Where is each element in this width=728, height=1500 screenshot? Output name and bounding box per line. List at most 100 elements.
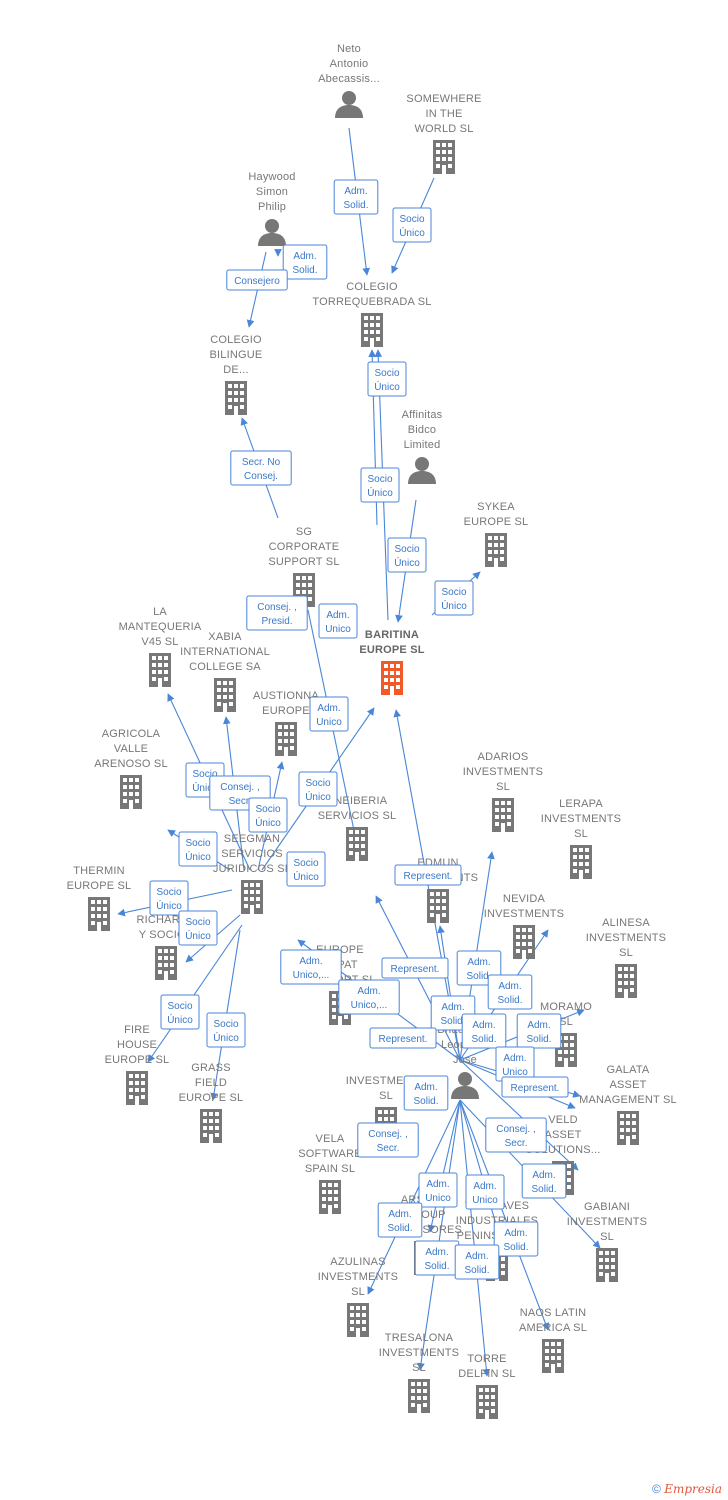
relation-box xyxy=(369,1027,437,1049)
person-icon xyxy=(335,91,363,118)
relation-text: Solid. xyxy=(424,1261,449,1272)
node-label-fire-1: HOUSE xyxy=(117,1039,157,1051)
relation-text: Unico,... xyxy=(293,970,330,981)
building-icon xyxy=(214,678,236,712)
relation-text: Único xyxy=(367,486,393,499)
node-label-gabiani-2: SL xyxy=(600,1231,614,1243)
relation-label-10: Adm.Unico xyxy=(318,603,358,639)
node-label-bilingue-2: DE... xyxy=(223,364,248,376)
node-label-grass-1: FIELD xyxy=(195,1077,227,1089)
relation-text: Único xyxy=(394,556,420,569)
relation-text: Único xyxy=(255,816,281,829)
relation-box xyxy=(501,1076,569,1098)
node-label-veld-1: ASSET xyxy=(544,1129,581,1141)
node-label-tresalona-2: SL xyxy=(412,1362,426,1374)
relation-text: Consejero xyxy=(234,276,280,287)
building-icon xyxy=(542,1339,564,1373)
relation-text: Represent. xyxy=(511,1083,560,1094)
relation-text: Socio xyxy=(185,917,210,928)
relation-text: Represent. xyxy=(391,964,440,975)
relation-label-43: Adm.Solid. xyxy=(454,1244,500,1280)
node-label-tresalona-1: INVESTMENTS xyxy=(379,1347,459,1359)
node-label-seegman-2: JURIDICOS SL xyxy=(213,863,291,875)
relation-text: Unico xyxy=(502,1067,528,1078)
relation-text: Secr. xyxy=(377,1143,400,1154)
relation-box xyxy=(392,207,432,243)
node-label-somewhere-1: IN THE xyxy=(425,108,462,120)
node-label-galata-0: GALATA xyxy=(607,1064,650,1076)
building-icon xyxy=(381,661,403,695)
relation-box xyxy=(418,1172,458,1208)
edge-33 xyxy=(459,1099,491,1377)
relation-text: Solid. xyxy=(466,971,491,982)
relations-layer: Adm.Solid.SocioÚnicoAdm.Solid.ConsejeroS… xyxy=(149,179,569,1280)
relation-text: Consej. , xyxy=(496,1124,535,1135)
building-icon xyxy=(492,798,514,832)
company-node-bilingue[interactable]: COLEGIOBILINGUEDE... xyxy=(210,334,263,415)
relation-label-37: Adm. Unico xyxy=(418,1172,458,1208)
relation-text: Socio xyxy=(167,1001,192,1012)
relation-text: Adm. xyxy=(473,1181,496,1192)
relation-box xyxy=(333,179,379,215)
relation-box xyxy=(403,1075,449,1111)
node-label-thermin-0: THERMIN xyxy=(73,865,125,877)
relation-text: Unico xyxy=(472,1195,498,1206)
relation-text: Adm. xyxy=(498,981,521,992)
building-icon xyxy=(275,722,297,756)
node-label-nevida-0: NEVIDA xyxy=(503,893,546,905)
relation-box xyxy=(178,910,218,946)
person-icon xyxy=(408,457,436,484)
building-icon xyxy=(513,925,535,959)
relation-text: Único xyxy=(305,790,331,803)
node-label-sgcorp-1: CORPORATE xyxy=(269,541,340,553)
relation-text: Socio xyxy=(192,769,217,780)
building-icon xyxy=(347,1303,369,1337)
person-node-neto[interactable]: NetoAntonioAbecassis... xyxy=(318,43,380,118)
relation-text: Adm. xyxy=(426,1179,449,1190)
relation-label-32: Adm.Unico xyxy=(495,1046,535,1082)
person-icon xyxy=(451,1072,479,1099)
relation-text: Unico xyxy=(425,1193,451,1204)
relation-box xyxy=(487,974,533,1010)
building-icon xyxy=(346,827,368,861)
relation-text: Represent. xyxy=(379,1034,428,1045)
node-label-vinvest-1: SL xyxy=(379,1090,393,1102)
relation-box xyxy=(493,1221,539,1257)
relation-box xyxy=(286,851,326,887)
relation-text: Adm. xyxy=(465,1251,488,1262)
edge-34 xyxy=(459,1099,550,1331)
node-label-alinesa-0: ALINESA xyxy=(602,917,650,929)
relation-text: Socio xyxy=(255,804,280,815)
node-label-adarios-2: SL xyxy=(496,781,510,793)
node-label-vela-1: SOFTWARE xyxy=(298,1148,362,1160)
